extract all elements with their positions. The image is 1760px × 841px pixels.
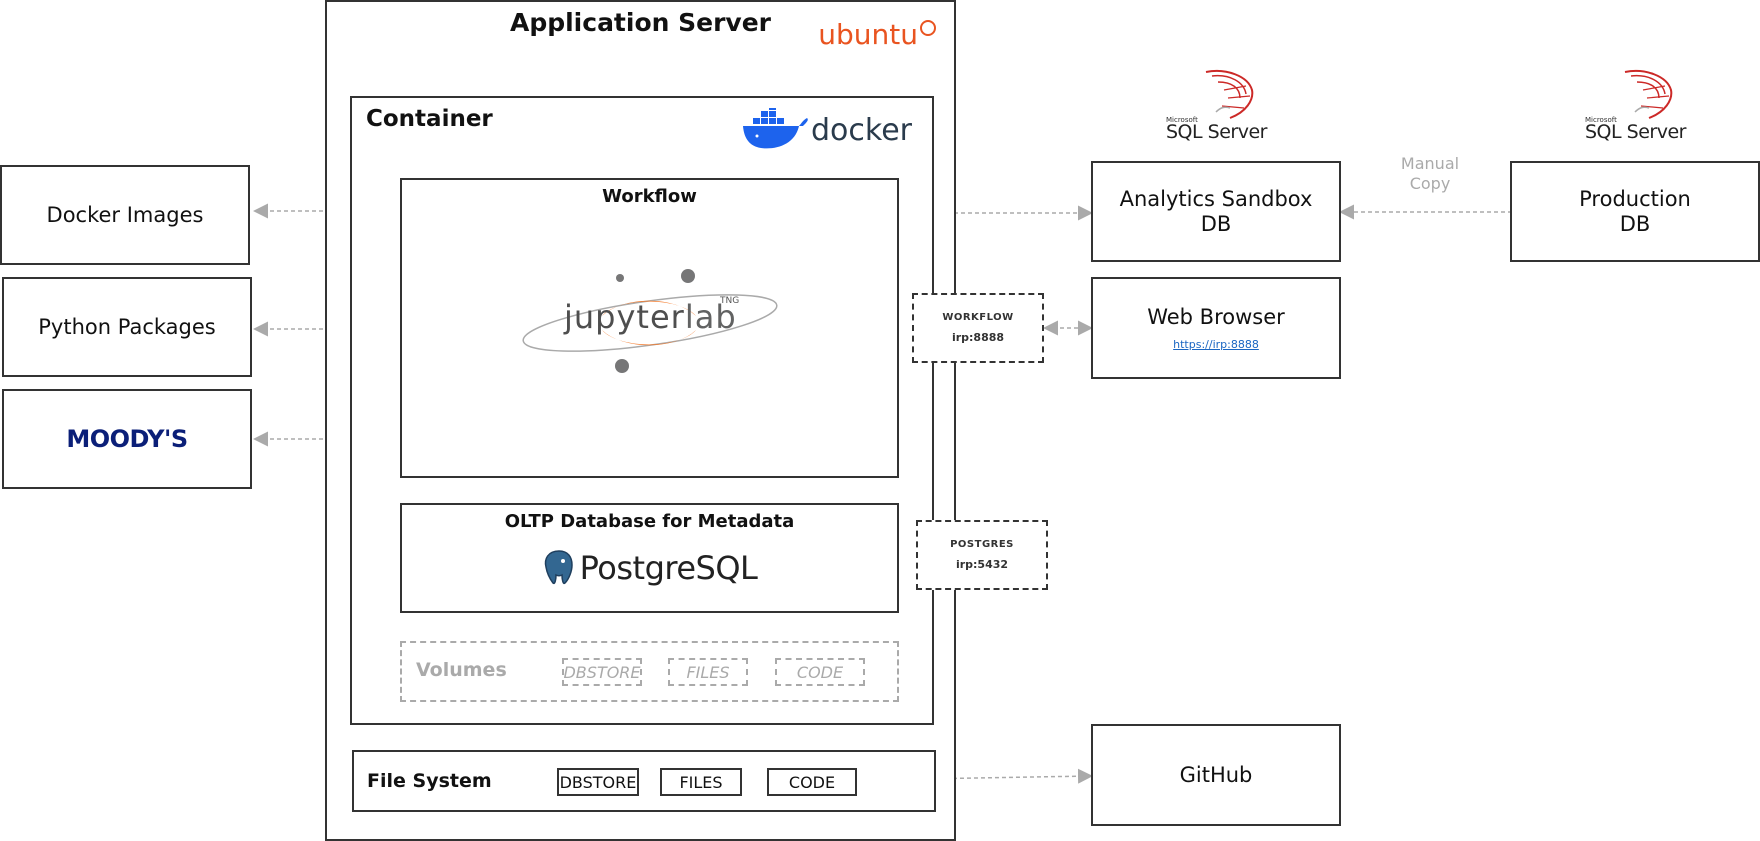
fs-dbstore: DBSTORE — [557, 768, 639, 796]
application-server: Application Server ubuntu Container dock… — [325, 0, 956, 841]
volume-code: CODE — [775, 658, 865, 686]
analytics-sandbox-box: Analytics Sandbox DB — [1091, 161, 1341, 262]
production-db-line1: Production — [1579, 186, 1691, 211]
python-packages-label: Python Packages — [38, 314, 216, 339]
ubuntu-circle-icon — [920, 19, 936, 36]
production-db-box: Production DB — [1510, 161, 1760, 262]
moodys-logo: MOODY'S — [66, 425, 188, 453]
fs-files: FILES — [660, 768, 742, 796]
volumes-title: Volumes — [416, 659, 507, 681]
github-box: GitHub — [1091, 724, 1341, 826]
docker-logo: docker — [741, 108, 912, 152]
workflow-port-addr: irp:8888 — [951, 331, 1005, 344]
file-system-box: File System DBSTORE FILES CODE — [352, 750, 936, 812]
oltp-box: OLTP Database for Metadata PostgreSQL — [400, 503, 899, 613]
container: Container docker Workflow — [350, 96, 934, 725]
web-browser-box: Web Browser https://irp:8888 — [1091, 277, 1341, 379]
postgres-port-addr: irp:5432 — [955, 558, 1009, 571]
sqlserver-icon — [1624, 70, 1673, 119]
analytics-sandbox-line1: Analytics Sandbox — [1119, 186, 1313, 211]
workflow-port-title: WORKFLOW — [942, 312, 1014, 323]
file-system-title: File System — [367, 770, 492, 792]
sqlserver-logo-production: Microsoft SQL Server — [1585, 68, 1686, 144]
postgres-port: POSTGRES irp:5432 — [916, 520, 1048, 590]
fs-code: CODE — [767, 768, 857, 796]
sqlserver-logo-sandbox: Microsoft SQL Server — [1166, 68, 1267, 144]
workflow-box: Workflow jupyterlab TNG — [400, 178, 899, 478]
workflow-title: Workflow — [602, 186, 697, 207]
volume-files: FILES — [668, 658, 748, 686]
volume-dbstore: DBSTORE — [562, 658, 642, 686]
workflow-port: WORKFLOW irp:8888 — [912, 293, 1044, 363]
jupyter-orbit-icon — [522, 269, 778, 373]
container-title: Container — [366, 106, 493, 132]
docker-images-box: Docker Images — [0, 165, 250, 265]
moodys-box: MOODY'S — [2, 389, 252, 489]
web-browser-title: Web Browser — [1147, 305, 1285, 329]
production-db-line2: DB — [1619, 211, 1651, 236]
postgresql-logo: PostgreSQL — [402, 549, 897, 587]
volumes-box: Volumes DBSTORE FILES CODE — [400, 641, 899, 702]
postgres-port-title: POSTGRES — [950, 539, 1014, 550]
docker-images-label: Docker Images — [46, 202, 204, 227]
jupyterlab-logo: jupyterlab TNG — [520, 268, 780, 378]
ubuntu-logo: ubuntu — [818, 18, 936, 51]
elephant-icon — [544, 550, 573, 585]
manual-copy-label: Manual Copy — [1400, 154, 1460, 193]
oltp-title: OLTP Database for Metadata — [504, 511, 795, 532]
browser-link[interactable]: https://irp:8888 — [1173, 338, 1259, 351]
analytics-sandbox-line2: DB — [1200, 211, 1232, 236]
application-server-title: Application Server — [509, 8, 772, 37]
docker-whale-icon — [743, 108, 808, 149]
sqlserver-icon — [1205, 70, 1254, 119]
python-packages-box: Python Packages — [2, 277, 252, 377]
github-label: GitHub — [1179, 762, 1253, 787]
